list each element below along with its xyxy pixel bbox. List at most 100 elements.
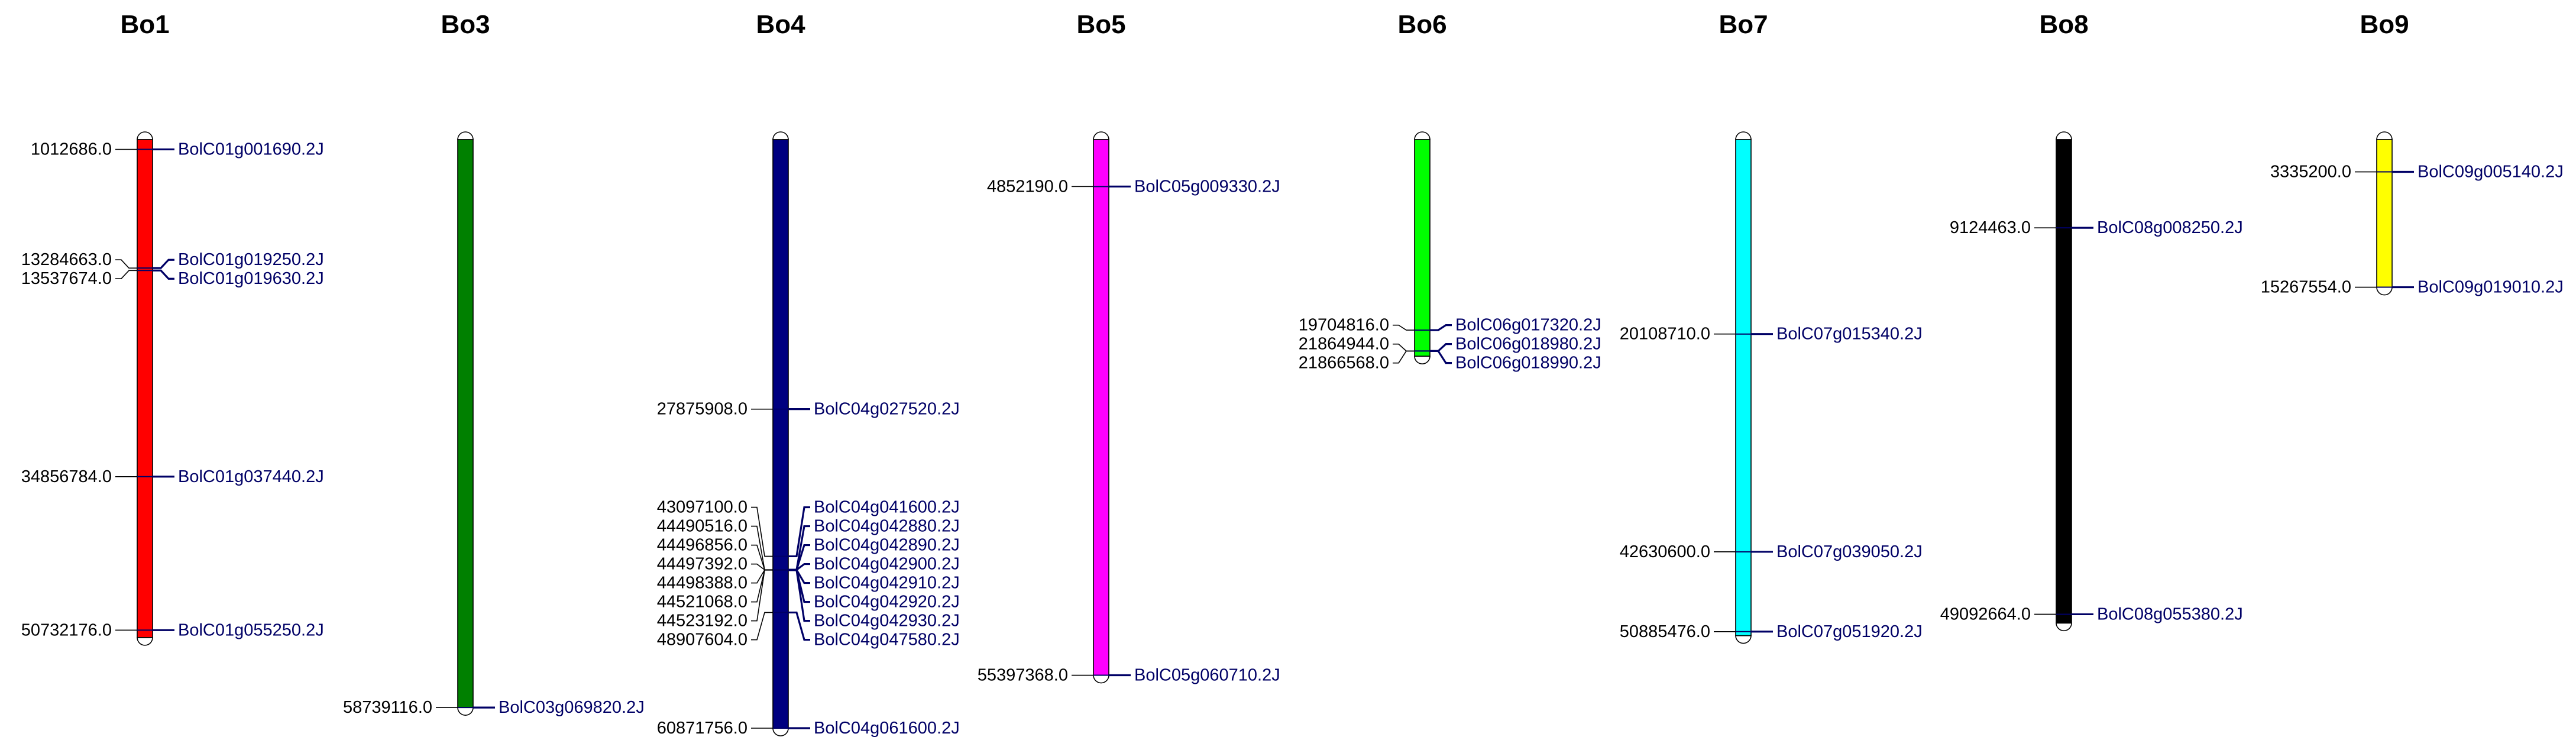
position-label: 44523192.0 (657, 612, 747, 631)
marker: 49092664.0 BolC08g055380.2J (1940, 605, 2243, 623)
gene-label: BolC05g060710.2J (1134, 666, 1280, 685)
gene-connector (1430, 350, 1452, 364)
gene-label: BolC07g039050.2J (1776, 542, 1923, 561)
chromosome-bar (1093, 139, 1109, 676)
chromosome-top-cap (2376, 131, 2393, 140)
gene-label: BolC05g009330.2J (1134, 177, 1280, 196)
position-label: 19704816.0 (1299, 316, 1389, 335)
chromosome-bar (2376, 139, 2393, 288)
chromosome-title: Bo5 (1076, 10, 1125, 39)
position-label: 3335200.0 (2270, 163, 2351, 182)
chromosome-bottom-cap (1093, 674, 1109, 684)
gene-label: BolC04g027520.2J (814, 400, 960, 419)
chromosome-bottom-cap (457, 707, 474, 716)
marker: 3335200.0 BolC09g005140.2J (2270, 163, 2564, 182)
position-connector (751, 569, 773, 622)
position-connector (751, 612, 773, 641)
position-label: 44496856.0 (657, 536, 747, 555)
gene-label: BolC04g047580.2J (814, 631, 960, 649)
gene-label: BolC04g042910.2J (814, 574, 960, 593)
position-label: 49092664.0 (1940, 605, 2031, 623)
position-connector (1393, 350, 1415, 364)
position-connector (1393, 324, 1415, 331)
position-label: 21864944.0 (1299, 335, 1389, 354)
position-label: 48907604.0 (657, 631, 747, 649)
gene-label: BolC06g017320.2J (1455, 316, 1601, 335)
chromosome-bottom-cap (2056, 622, 2072, 632)
chromosome-bar (2056, 139, 2072, 624)
gene-label: BolC03g069820.2J (499, 698, 645, 717)
marker: 43097100.0 BolC04g041600.2J (657, 498, 960, 558)
gene-label: BolC07g051920.2J (1776, 622, 1923, 641)
chromosome-top-cap (1735, 131, 1752, 140)
position-label: 44490516.0 (657, 517, 747, 536)
position-label: 13537674.0 (21, 269, 112, 288)
position-connector (115, 259, 137, 269)
position-label: 60871756.0 (657, 719, 747, 738)
gene-label: BolC08g008250.2J (2097, 218, 2243, 237)
gene-label: BolC06g018990.2J (1455, 354, 1601, 373)
chromosome-bottom-cap (1414, 356, 1431, 364)
position-label: 44498388.0 (657, 574, 747, 593)
chromosome-top-cap (137, 131, 153, 140)
gene-label: BolC09g005140.2J (2418, 163, 2564, 182)
position-label: 44521068.0 (657, 593, 747, 612)
gene-label: BolC04g061600.2J (814, 719, 960, 738)
marker: 44498388.0 BolC04g042910.2J (657, 568, 960, 593)
position-label: 27875908.0 (657, 400, 747, 419)
gene-label: BolC04g042930.2J (814, 612, 960, 631)
position-label: 55397368.0 (978, 666, 1068, 685)
chromosome-bar (137, 139, 153, 638)
gene-label: BolC01g019250.2J (178, 250, 324, 269)
marker: 50885476.0 BolC07g051920.2J (1620, 622, 1923, 641)
gene-label: BolC09g019010.2J (2418, 278, 2564, 297)
gene-label: BolC08g055380.2J (2097, 605, 2243, 623)
chromosome-title: Bo4 (756, 10, 805, 39)
position-label: 43097100.0 (657, 498, 747, 517)
chromosome-top-cap (1414, 131, 1431, 140)
marker: 48907604.0 BolC04g047580.2J (657, 611, 960, 649)
position-label: 20108710.0 (1620, 325, 1710, 344)
marker: 60871756.0 BolC04g061600.2J (657, 719, 960, 738)
position-label: 21866568.0 (1299, 354, 1389, 373)
chromosome-title: Bo8 (2039, 10, 2088, 39)
marker: 27875908.0 BolC04g027520.2J (657, 400, 960, 419)
gene-label: BolC04g041600.2J (814, 498, 960, 517)
position-connector (751, 525, 773, 571)
chromosome-top-cap (457, 131, 474, 140)
chromosome-bottom-cap (2376, 286, 2393, 296)
chromosome-bar (1414, 139, 1431, 357)
position-connector (1393, 343, 1415, 352)
chromosome-title: Bo3 (441, 10, 490, 39)
marker: 44523192.0 BolC04g042930.2J (657, 569, 960, 631)
position-label: 50885476.0 (1620, 622, 1710, 641)
gene-connector (788, 569, 810, 622)
gene-label: BolC07g015340.2J (1776, 325, 1923, 344)
position-label: 50732176.0 (21, 621, 112, 639)
chromosome-bar (1735, 139, 1752, 636)
position-label: 1012686.0 (31, 140, 112, 159)
gene-connector (788, 506, 810, 558)
chromosome-top-cap (2056, 131, 2072, 140)
